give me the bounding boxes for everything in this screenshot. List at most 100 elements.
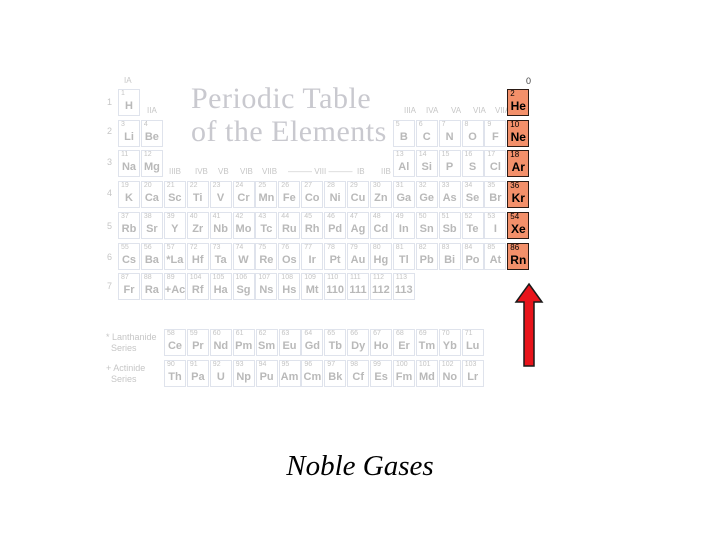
- element-symbol: P: [445, 161, 454, 174]
- atomic-number: 81: [395, 243, 404, 251]
- element-symbol: Po: [465, 253, 480, 266]
- atomic-number: 72: [189, 243, 198, 251]
- atomic-number: 38: [143, 212, 152, 220]
- atomic-number: 91: [189, 361, 198, 368]
- actinide-series-label: + Actinide Series: [106, 363, 145, 385]
- atomic-number: 19: [121, 182, 129, 190]
- element-symbol: Fe: [282, 192, 296, 205]
- element-symbol: Ge: [419, 192, 435, 205]
- atomic-number: 47: [350, 212, 358, 220]
- atomic-number: 45: [304, 212, 312, 220]
- element-cell: 89+Ac: [163, 273, 186, 301]
- atomic-number: 112: [372, 274, 385, 282]
- element-symbol: Ga: [396, 192, 412, 205]
- element-symbol: Pb: [419, 253, 434, 266]
- atomic-number: 36: [510, 181, 520, 191]
- atomic-number: 62: [258, 330, 267, 337]
- atomic-number: 57: [166, 243, 175, 251]
- element-symbol: Rb: [121, 222, 137, 235]
- element-symbol: 111: [349, 284, 367, 297]
- atomic-number: 55: [121, 243, 129, 251]
- element-symbol: S: [468, 161, 477, 174]
- element-symbol: Tl: [398, 253, 409, 266]
- atomic-number: 103: [464, 361, 477, 368]
- element-symbol: Zr: [192, 222, 204, 235]
- element-symbol: Sb: [442, 222, 457, 235]
- period-label-5: 5: [107, 221, 113, 231]
- element-symbol: Np: [236, 371, 252, 383]
- element-symbol: Gd: [304, 340, 321, 352]
- noble-gases-caption: Noble Gases: [286, 450, 434, 482]
- period-label-1: 1: [107, 97, 113, 107]
- atomic-number: 1: [121, 90, 125, 97]
- element-symbol: Cl: [489, 161, 501, 174]
- element-symbol: Yb: [442, 340, 457, 352]
- atomic-number: 110: [327, 274, 339, 282]
- element-symbol: 113: [394, 284, 413, 297]
- element-symbol: Ba: [144, 253, 159, 266]
- group-label-via: VIA: [473, 106, 486, 115]
- group-zero-label: 0: [526, 76, 532, 86]
- element-symbol: Ta: [214, 253, 227, 266]
- element-symbol: Mn: [258, 192, 275, 205]
- group-label-ib: IB: [357, 167, 365, 176]
- element-symbol: Rn: [510, 252, 527, 267]
- atomic-number: 99: [373, 361, 381, 368]
- atomic-number: 42: [235, 212, 244, 220]
- atomic-number: 41: [212, 212, 221, 220]
- element-symbol: Pt: [329, 253, 341, 266]
- atomic-number: 22: [189, 182, 198, 190]
- up-arrow-icon: [514, 282, 544, 367]
- atomic-number: 80: [372, 243, 381, 251]
- element-symbol: In: [398, 222, 409, 235]
- atomic-number: 27: [304, 182, 312, 190]
- atomic-number: 60: [212, 330, 221, 337]
- element-symbol: At: [489, 253, 502, 266]
- lanthanide-label-line2: Series: [111, 343, 137, 353]
- atomic-number: 6: [418, 120, 423, 128]
- atomic-number: 32: [418, 182, 427, 190]
- atomic-number: 92: [212, 361, 221, 368]
- atomic-number: 13: [395, 151, 404, 159]
- element-symbol: No: [442, 371, 458, 383]
- element-symbol: Ir: [308, 253, 316, 266]
- group-label-viii-text: VIII: [314, 167, 327, 176]
- atomic-number: 66: [350, 330, 358, 337]
- element-symbol: Fr: [123, 284, 135, 297]
- atomic-number: 85: [487, 243, 496, 251]
- atomic-number: 113: [395, 274, 407, 282]
